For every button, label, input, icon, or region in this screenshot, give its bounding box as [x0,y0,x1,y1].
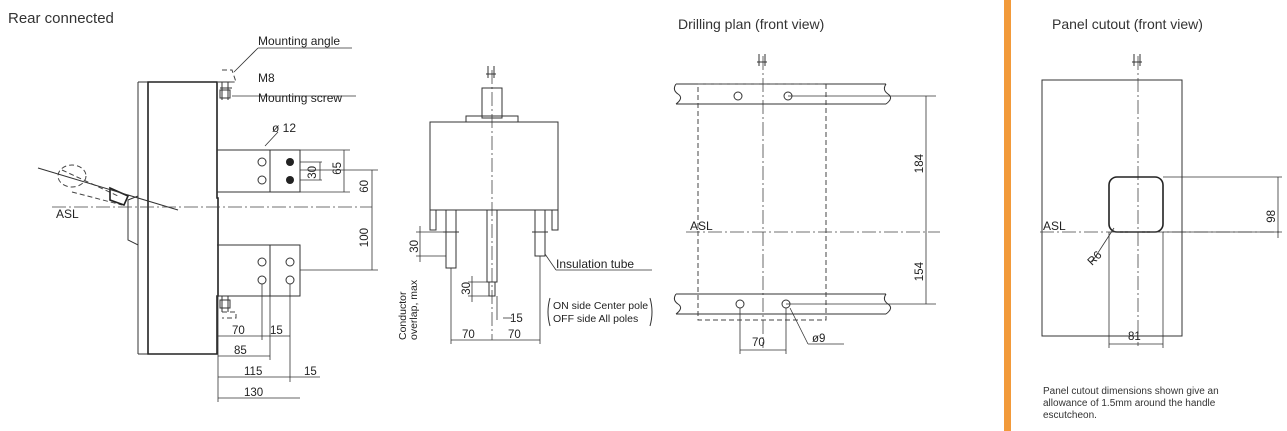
handle-outline [61,169,123,206]
drill-hole-dia-label: ø9 [812,333,825,345]
on-side-label: ON side Center pole [553,300,648,312]
panel-dim-98: 98 [1266,210,1278,223]
side-dim-15: 15 [510,313,523,325]
rear-dim-130: 130 [244,387,263,399]
rear-dim-30: 30 [307,166,319,179]
rear-dim-85: 85 [234,345,247,357]
drilling-plan-drawing: ASL 184 154 70 ø9 [673,54,940,354]
rear-dim-60: 60 [359,180,371,193]
m8-label: M8 [258,71,275,85]
side-dim-30a: 30 [409,240,421,253]
side-dim-30b: 30 [461,282,473,295]
cutout-rect [1108,176,1164,233]
rear-asl-label: ASL [56,207,79,221]
drilling-plan-title: Drilling plan (front view) [678,16,825,32]
mounting-screw-label: Mounting screw [258,91,342,105]
mounting-angle-label: Mounting angle [258,34,340,48]
insulation-tube-label: Insulation tube [556,257,634,271]
orange-divider [1004,0,1011,431]
side-view-drawing: 30 Conductor overlap, max 30 15 70 70 In… [397,66,653,344]
drill-asl-label: ASL [690,219,713,233]
hole-dia-label: ø 12 [272,121,296,135]
conductor-label-2: overlap, max [408,279,420,340]
drill-dim-184: 184 [914,153,926,173]
rear-dim-15b: 15 [304,366,317,378]
rear-dim-100: 100 [359,228,371,247]
rear-dim-65: 65 [332,162,344,175]
breaker-body-outline [147,81,219,355]
rear-dim-15a: 15 [270,325,283,337]
drill-dim-154: 154 [914,261,926,281]
side-dim-70a: 70 [462,329,475,341]
panel-cutout-note: Panel cutout dimensions shown give an al… [1043,386,1219,421]
rear-dim-115: 115 [244,366,262,378]
rear-dim-70: 70 [232,325,245,337]
drill-dim-70: 70 [752,337,765,349]
rear-connected-title: Rear connected [8,10,114,27]
panel-cutout-drawing: ASL R6 98 81 [1040,54,1282,348]
panel-asl-label: ASL [1043,219,1066,233]
side-dim-70b: 70 [508,329,521,341]
radius-label: R6 [1086,249,1105,268]
conductor-label-1: Conductor [397,291,409,340]
panel-cutout-title: Panel cutout (front view) [1052,16,1203,32]
rear-connected-drawing: ASL Mounting angle M8 Mounting screw ø 1… [37,34,378,402]
off-side-label: OFF side All poles [553,313,638,325]
panel-dim-81: 81 [1128,331,1141,343]
